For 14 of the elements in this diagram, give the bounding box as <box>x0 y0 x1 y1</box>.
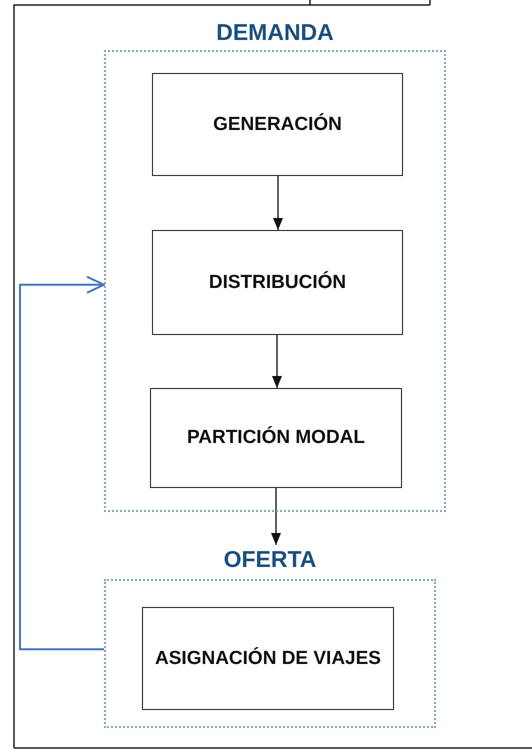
arrow <box>273 176 283 230</box>
box-label: GENERACIÓN <box>213 112 342 136</box>
arrow <box>272 335 282 388</box>
process-box <box>142 607 394 710</box>
arrow <box>271 488 281 545</box>
arrow <box>19 276 105 650</box>
process-box <box>152 230 403 335</box>
box-label: DISTRIBUCIÓN <box>208 270 346 294</box>
process-box <box>150 388 402 488</box>
box-label: PARTICIÓN MODAL <box>186 425 366 450</box>
group-title: OFERTA <box>222 545 318 573</box>
box-label: ASIGNACIÓN DE VIAJES <box>155 646 381 670</box>
process-box <box>152 73 403 176</box>
group-title: DEMANDA <box>215 18 335 46</box>
